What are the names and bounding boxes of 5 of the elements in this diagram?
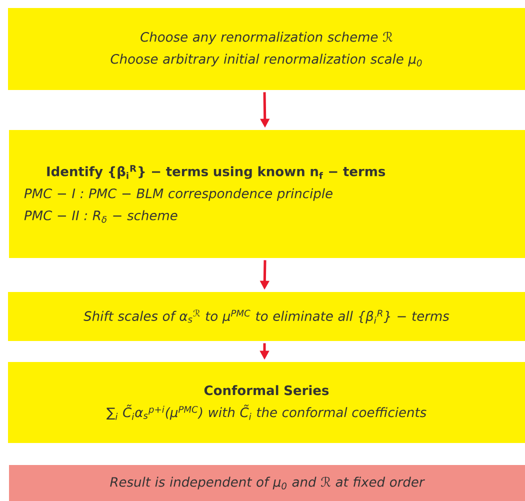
process-box: Identify {β$_{i}$$^{R}$} − terms using known n$_{f}$ − terms PMC − I : PMC − BLM correspondence principle PMC − II : R$_{δ}$ − scheme: [9, 130, 525, 258]
result-box: Result is independent of μ$_{0}$ and ℛ at fixed order: [9, 465, 525, 501]
process-box: Shift scales of α$_{s}$$^{ℛ}$ to μ$^{PMC}$ to eliminate all {β$_{i}$$^{R}$} − terms: [8, 292, 525, 341]
process-box: Choose any renormalization scheme ℛ Choose arbitrary initial renormalization scale μ$_{0}$: [8, 8, 525, 90]
process-box: Conformal Series ∑$_{i}$ C̃$_{i}$α$_{s}$$^{p+i}$(μ$^{PMC}$) with C̃$_{i}$ the conformal coefficients: [8, 362, 525, 443]
